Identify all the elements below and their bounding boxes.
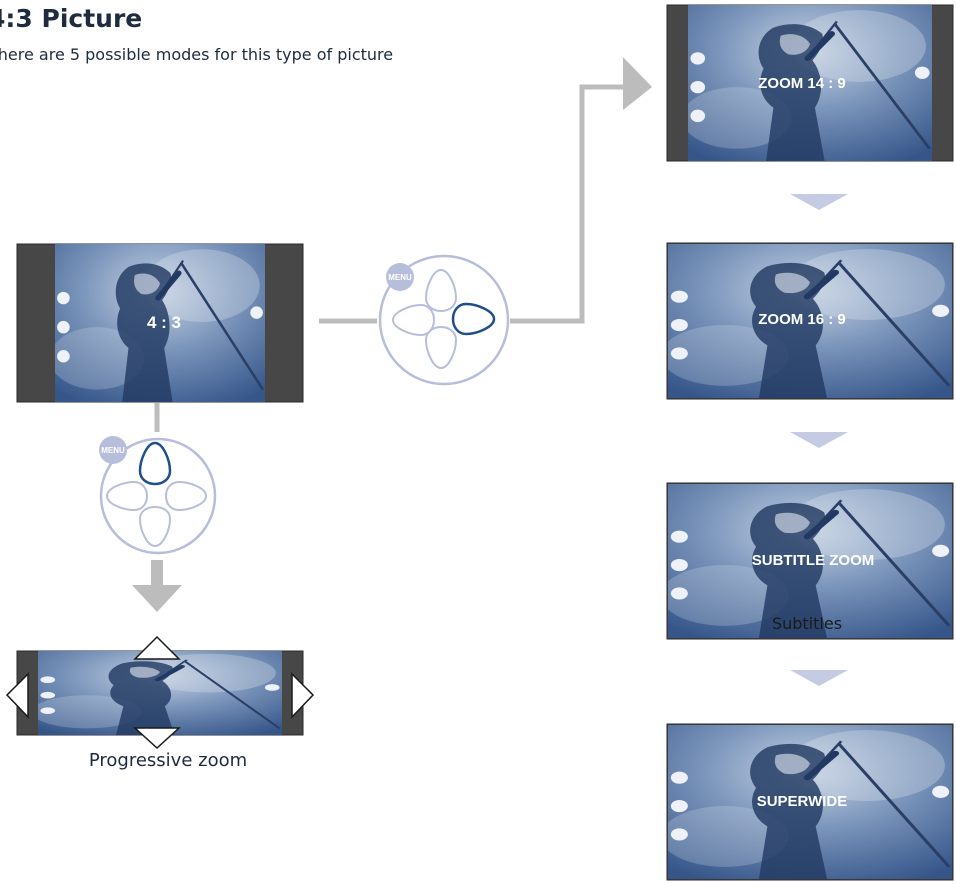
page-subtitle: There are 5 possible modes for this type… (0, 45, 394, 64)
remote-control-right-key: MENU (378, 254, 510, 386)
down-arrow-2 (790, 432, 848, 448)
remote-key-down (424, 325, 458, 370)
arrow-to-zoom-14-9 (623, 57, 652, 110)
remote-key-left (105, 480, 149, 512)
connector-line-to-modes (510, 84, 625, 324)
remote-key-left (391, 303, 436, 337)
menu-button (386, 263, 414, 291)
progressive-arrow-down-icon (133, 727, 181, 750)
down-arrow-1 (790, 194, 848, 210)
down-arrow-3 (790, 670, 848, 686)
progressive-arrow-right-icon (291, 672, 315, 719)
arrow-to-progressive-zoom (132, 585, 182, 612)
mode-label-zoom-16-9: ZOOM 16 : 9 (758, 311, 846, 328)
remote-key-up (424, 268, 458, 313)
remote-key-right-active (451, 302, 496, 336)
mode-screen-superwide: SUPERWIDE (666, 723, 954, 881)
progressive-arrow-left-icon (5, 672, 29, 719)
mode-screen-zoom-16-9: ZOOM 16 : 9 (666, 242, 954, 400)
menu-button-label: MENU (388, 273, 412, 282)
source-screen-label: 4 : 3 (147, 313, 181, 332)
source-screen-4-3: 4 : 3 (16, 243, 304, 403)
mode-label-zoom-14-9: ZOOM 14 : 9 (758, 75, 846, 92)
menu-button (99, 436, 127, 464)
subtitles-text: Subtitles (772, 614, 842, 633)
mode-screen-subtitle-zoom: SUBTITLE ZOOM Subtitles (666, 482, 954, 640)
mode-screen-zoom-14-9: ZOOM 14 : 9 (666, 4, 954, 162)
mode-label-subtitle-zoom: SUBTITLE ZOOM (752, 552, 875, 569)
remote-pad-outline (99, 437, 217, 555)
remote-control-up-key: MENU (99, 436, 217, 555)
remote-key-up-active (138, 441, 172, 486)
menu-button-label: MENU (101, 446, 125, 455)
progressive-arrow-up-icon (133, 635, 181, 660)
progressive-zoom-screen (5, 635, 315, 750)
page-title: 4:3 Picture (0, 4, 143, 33)
progressive-zoom-caption: Progressive zoom (88, 750, 248, 771)
remote-key-down (138, 505, 172, 548)
mode-label-superwide: SUPERWIDE (757, 793, 848, 810)
progressive-screen-photo (32, 651, 282, 735)
remote-pad-outline (378, 254, 510, 386)
remote-key-right (164, 480, 208, 512)
